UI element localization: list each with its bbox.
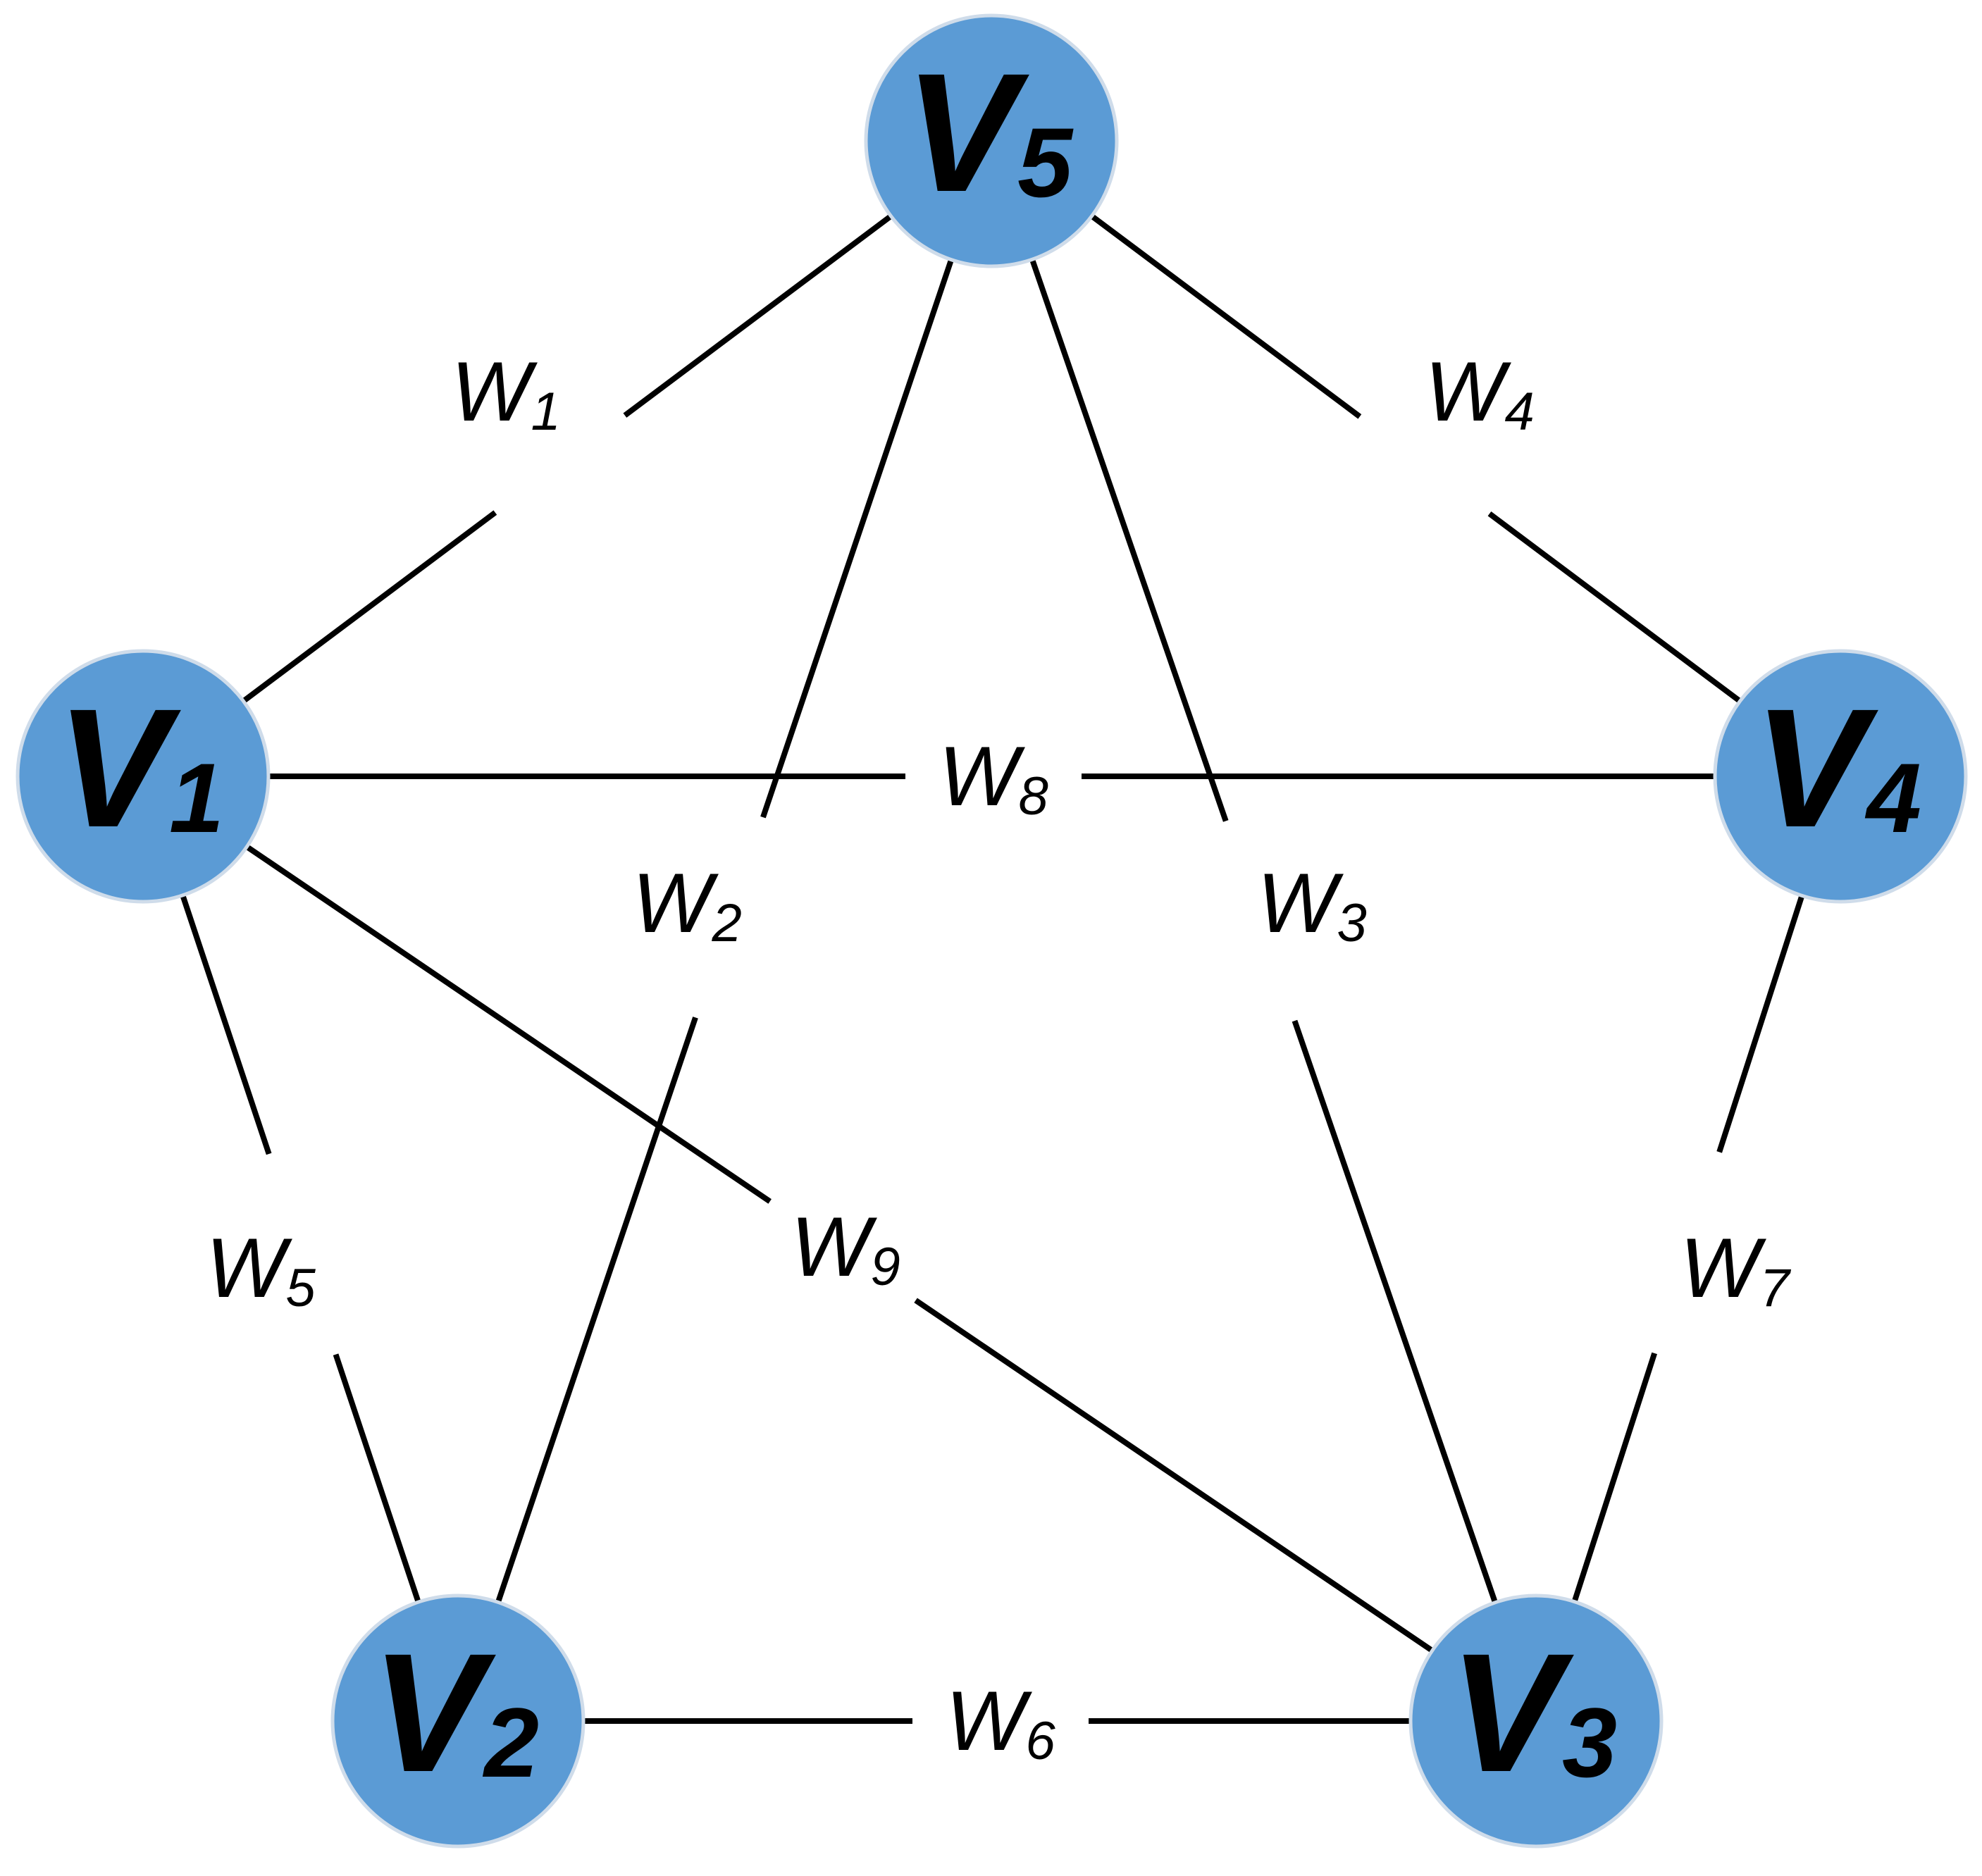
edge-e4-segment-b — [1090, 213, 1362, 419]
node-v5: V5 — [864, 13, 1119, 268]
node-v3: V3 — [1408, 1594, 1664, 1849]
edge-label-e5-letter: W — [206, 1221, 292, 1315]
node-label-v3-subscript: 3 — [1562, 1687, 1617, 1798]
edge-e9: W9 — [245, 844, 1434, 1653]
edge-e7-segment-a — [1571, 1352, 1657, 1603]
edge-label-e6: W6 — [946, 1674, 1055, 1771]
node-label-v4: V4 — [1754, 673, 1921, 862]
edge-e1-segment-b — [623, 213, 893, 418]
edge-e2-segment-b — [760, 259, 954, 819]
edge-label-e5: W5 — [206, 1221, 316, 1318]
edge-label-e7: W7 — [1680, 1221, 1791, 1318]
edge-e5-segment-b — [333, 1353, 421, 1603]
node-v3-circle — [1408, 1594, 1664, 1849]
edge-e9-segment-b — [914, 1298, 1434, 1653]
node-v5-circle — [864, 13, 1119, 268]
node-label-v5: V5 — [905, 38, 1074, 227]
edge-e5-segment-a — [180, 894, 272, 1155]
node-label-v3: V3 — [1449, 1618, 1617, 1807]
edge-label-e9-subscript: 9 — [870, 1237, 900, 1297]
node-v2-circle — [330, 1594, 586, 1849]
edge-e7: W7 — [1571, 895, 1805, 1603]
node-label-v1-letter: V — [56, 673, 181, 862]
edge-e7-segment-b — [1716, 895, 1805, 1153]
edge-label-e8-letter: W — [939, 729, 1025, 824]
edge-e3-segment-a — [1292, 1019, 1498, 1604]
node-v4: V4 — [1713, 649, 1968, 904]
node-v1-circle — [16, 649, 271, 904]
edge-e6: W6 — [583, 1674, 1411, 1771]
node-label-v1: V1 — [56, 673, 224, 862]
edge-e4-segment-a — [1487, 511, 1742, 704]
edge-label-e3: W3 — [1257, 856, 1367, 953]
node-label-v5-letter: V — [905, 38, 1029, 227]
edge-label-e6-letter: W — [946, 1674, 1032, 1768]
edge-label-e2-subscript: 2 — [711, 893, 741, 953]
edge-label-e5-subscript: 5 — [285, 1258, 316, 1318]
node-v4-circle — [1713, 649, 1968, 904]
edge-label-e8-subscript: 8 — [1018, 766, 1048, 826]
edge-label-e7-subscript: 7 — [1759, 1258, 1791, 1318]
edge-label-e3-subscript: 3 — [1337, 893, 1366, 953]
edge-label-e6-subscript: 6 — [1025, 1711, 1055, 1771]
edge-e9-segment-a — [245, 844, 772, 1204]
node-label-v3-letter: V — [1449, 1618, 1574, 1807]
edge-label-e9: W9 — [791, 1200, 900, 1297]
edge-label-e1-subscript: 1 — [531, 382, 560, 442]
edge-label-e4-subscript: 4 — [1504, 382, 1534, 442]
node-label-v5-subscript: 5 — [1017, 107, 1074, 218]
edge-label-e7-letter: W — [1680, 1221, 1766, 1315]
node-label-v2-letter: V — [371, 1618, 496, 1807]
edge-label-e2: W2 — [632, 856, 742, 953]
edge-label-e4: W4 — [1425, 344, 1535, 442]
node-v2: V2 — [330, 1594, 586, 1849]
edge-label-e8: W8 — [939, 729, 1048, 826]
edge-label-e1-letter: W — [451, 344, 538, 439]
node-label-v2: V2 — [371, 1618, 539, 1807]
edge-e2-segment-a — [495, 1017, 698, 1603]
node-label-v4-subscript: 4 — [1864, 743, 1921, 853]
edge-e1-segment-a — [242, 510, 497, 704]
edge-e8: W8 — [268, 729, 1715, 826]
edge-label-e4-letter: W — [1425, 344, 1511, 439]
node-label-v2-subscript: 2 — [482, 1687, 539, 1798]
edge-e1: W1 — [242, 213, 893, 704]
edge-e5: W5 — [180, 894, 421, 1603]
edge-e3: W3 — [1029, 258, 1498, 1604]
edge-e2: W2 — [495, 259, 954, 1603]
edge-label-e1: W1 — [451, 344, 561, 442]
edge-e3-segment-b — [1029, 258, 1229, 822]
node-label-v4-letter: V — [1754, 673, 1878, 862]
node-v1: V1 — [16, 649, 271, 904]
edge-label-e3-letter: W — [1257, 856, 1344, 950]
edge-e4: W4 — [1090, 213, 1742, 704]
edge-label-e2-letter: W — [632, 856, 719, 950]
edge-label-e9-letter: W — [791, 1200, 877, 1294]
node-label-v1-subscript: 1 — [169, 743, 224, 853]
